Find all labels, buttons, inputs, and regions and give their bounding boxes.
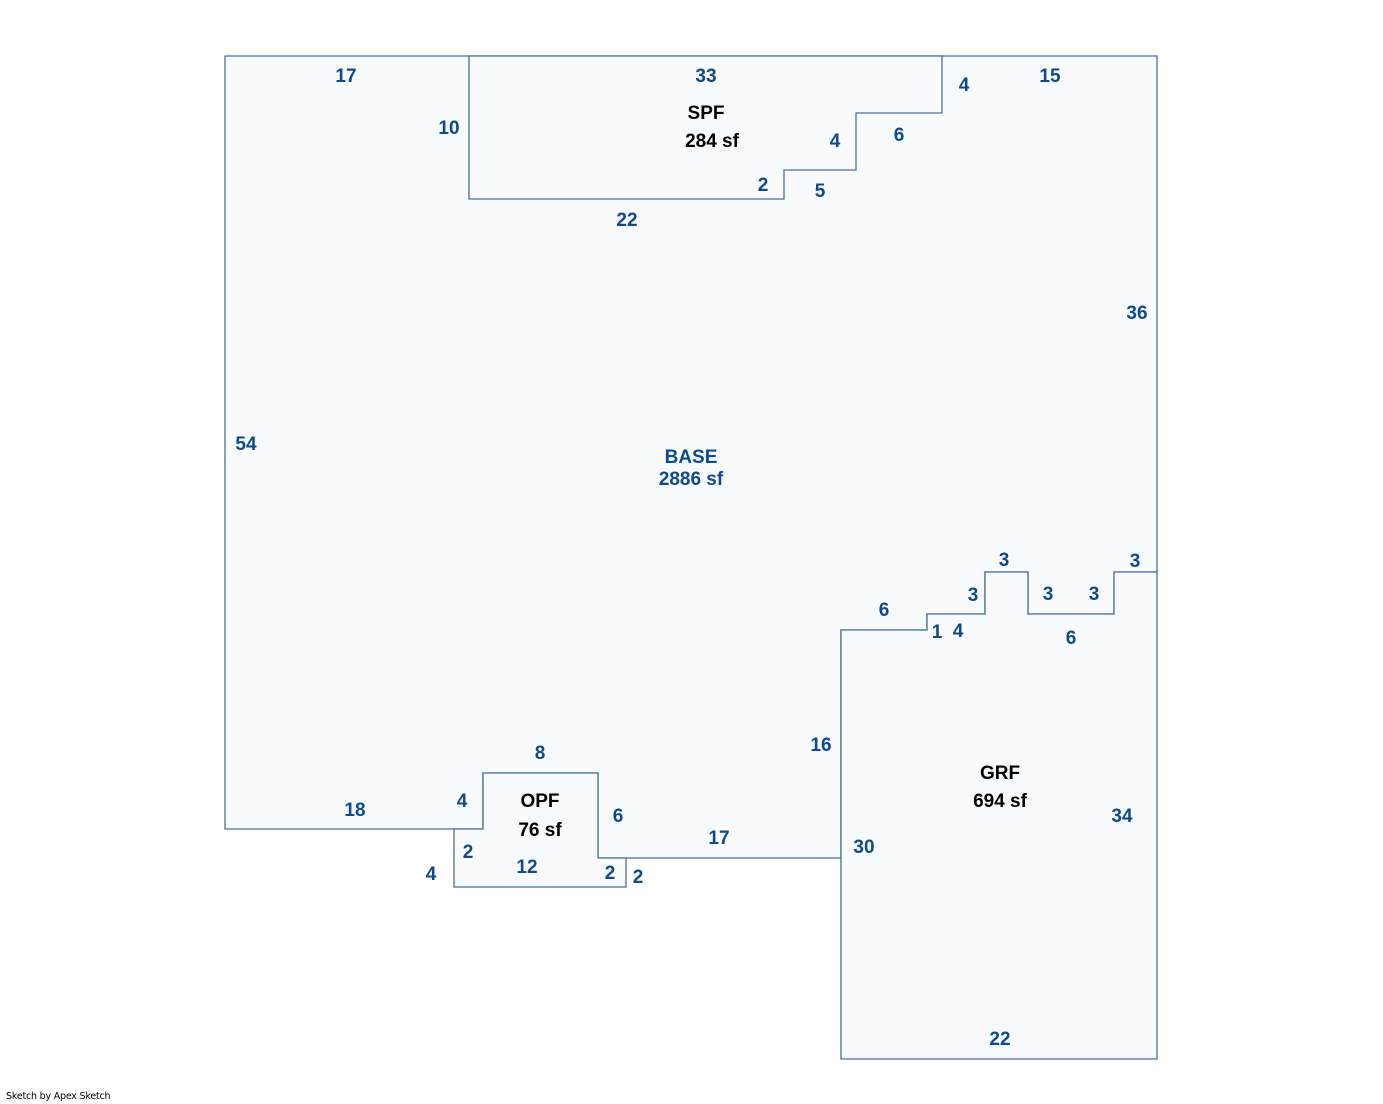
- dimension-label: 4: [959, 75, 970, 96]
- spf-size: 284 sf: [685, 131, 740, 152]
- dimension-label: 6: [1066, 628, 1077, 649]
- dimension-label: 17: [335, 66, 356, 87]
- dimension-label: 2: [463, 842, 474, 863]
- dimension-label: 22: [616, 210, 637, 231]
- dimension-label: 6: [894, 125, 905, 146]
- dimension-label: 12: [516, 857, 537, 878]
- dimension-label: 5: [815, 181, 826, 202]
- grf-label: GRF: [980, 763, 1020, 784]
- dimension-label: 16: [810, 735, 831, 756]
- dimension-label: 30: [853, 837, 874, 858]
- dimension-label: 3: [1089, 584, 1100, 605]
- base-size: 2886 sf: [659, 469, 724, 490]
- grf-size: 694 sf: [973, 791, 1028, 812]
- dimension-label: 3: [1043, 584, 1054, 605]
- dimension-label: 4: [426, 864, 437, 885]
- dimension-label: 17: [708, 828, 729, 849]
- dimension-label: 2: [633, 867, 644, 888]
- dimension-label: 22: [989, 1029, 1010, 1050]
- opf-label: OPF: [520, 791, 559, 812]
- sketch-credit: Sketch by Apex Sketch: [6, 1091, 111, 1102]
- dimension-label: 4: [953, 621, 964, 642]
- dimension-label: 4: [457, 791, 468, 812]
- dimension-label: 18: [344, 800, 365, 821]
- dimension-label: 3: [999, 550, 1010, 571]
- opf-area: [453, 772, 627, 888]
- base-label: BASE: [665, 447, 718, 468]
- dimension-label: 8: [535, 743, 546, 764]
- dimension-label: 2: [605, 863, 616, 884]
- dimension-label: 54: [235, 434, 257, 455]
- dimension-label: 4: [830, 131, 841, 152]
- dimension-label: 3: [1130, 551, 1141, 572]
- dimension-label: 1: [932, 622, 943, 643]
- dimension-label: 34: [1111, 806, 1133, 827]
- dimension-label: 15: [1039, 66, 1061, 87]
- dimension-label: 3: [968, 585, 979, 606]
- dimension-label: 36: [1126, 303, 1147, 324]
- dimension-label: 10: [438, 118, 459, 139]
- dimension-label: 33: [695, 66, 716, 87]
- dimension-label: 6: [613, 806, 624, 827]
- dimension-label: 6: [879, 600, 890, 621]
- spf-area: [468, 55, 943, 200]
- spf-label: SPF: [688, 103, 725, 124]
- opf-size: 76 sf: [518, 820, 562, 841]
- dimension-label: 2: [758, 175, 769, 196]
- grf-area: [840, 571, 1158, 1060]
